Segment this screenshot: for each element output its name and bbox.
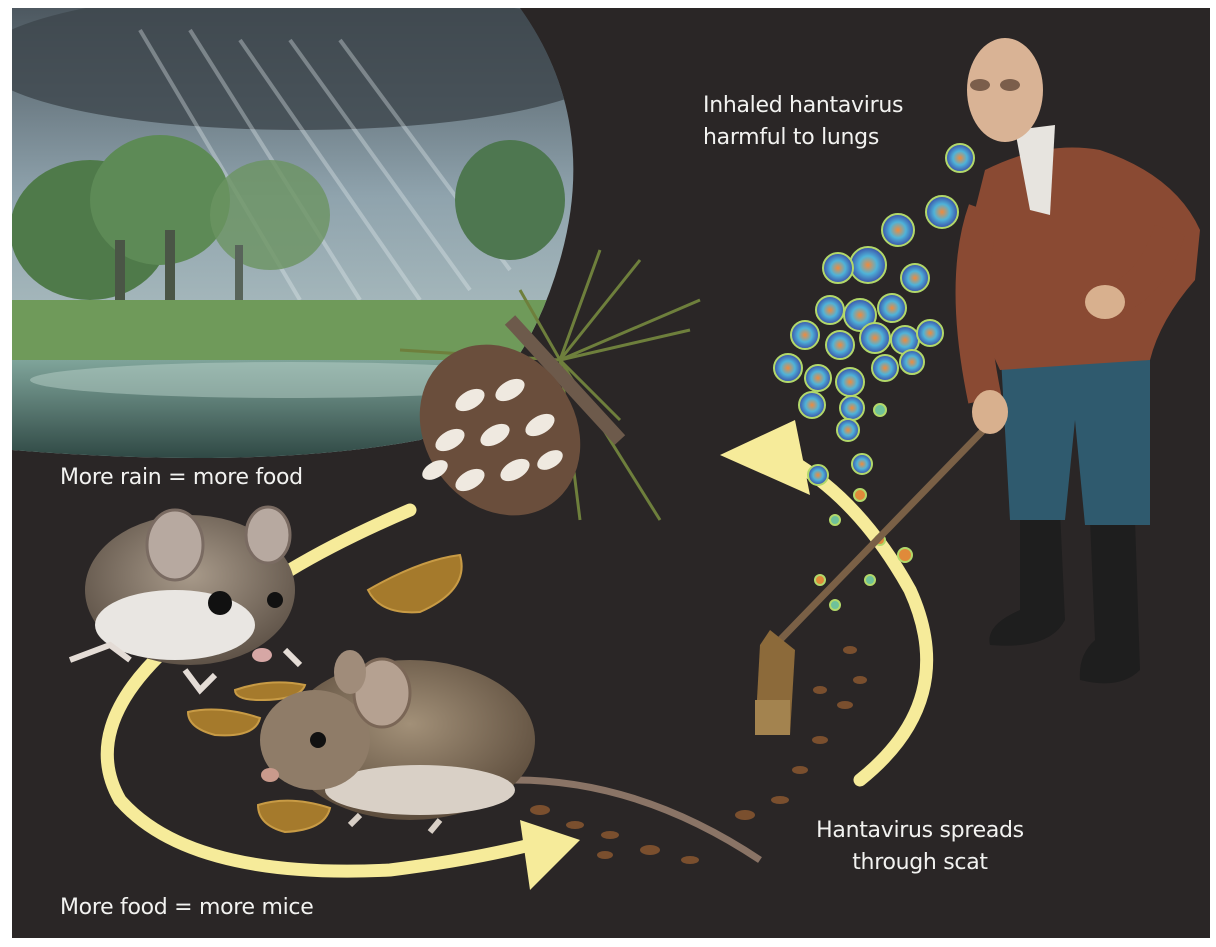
label-inhaled-line-1: Inhaled hantavirus xyxy=(703,90,903,122)
label-inhaled-line-2: harmful to lungs xyxy=(703,122,903,154)
label-scat-line-1: Hantavirus spreads xyxy=(770,815,1070,847)
label-more-food-more-mice: More food = more mice xyxy=(60,892,313,924)
label-more-rain-more-food: More rain = more food xyxy=(60,462,303,494)
label-inhaled-hantavirus: Inhaled hantavirus harmful to lungs xyxy=(703,90,903,154)
label-hantavirus-spreads: Hantavirus spreads through scat xyxy=(770,815,1070,879)
label-scat-line-2: through scat xyxy=(770,847,1070,879)
